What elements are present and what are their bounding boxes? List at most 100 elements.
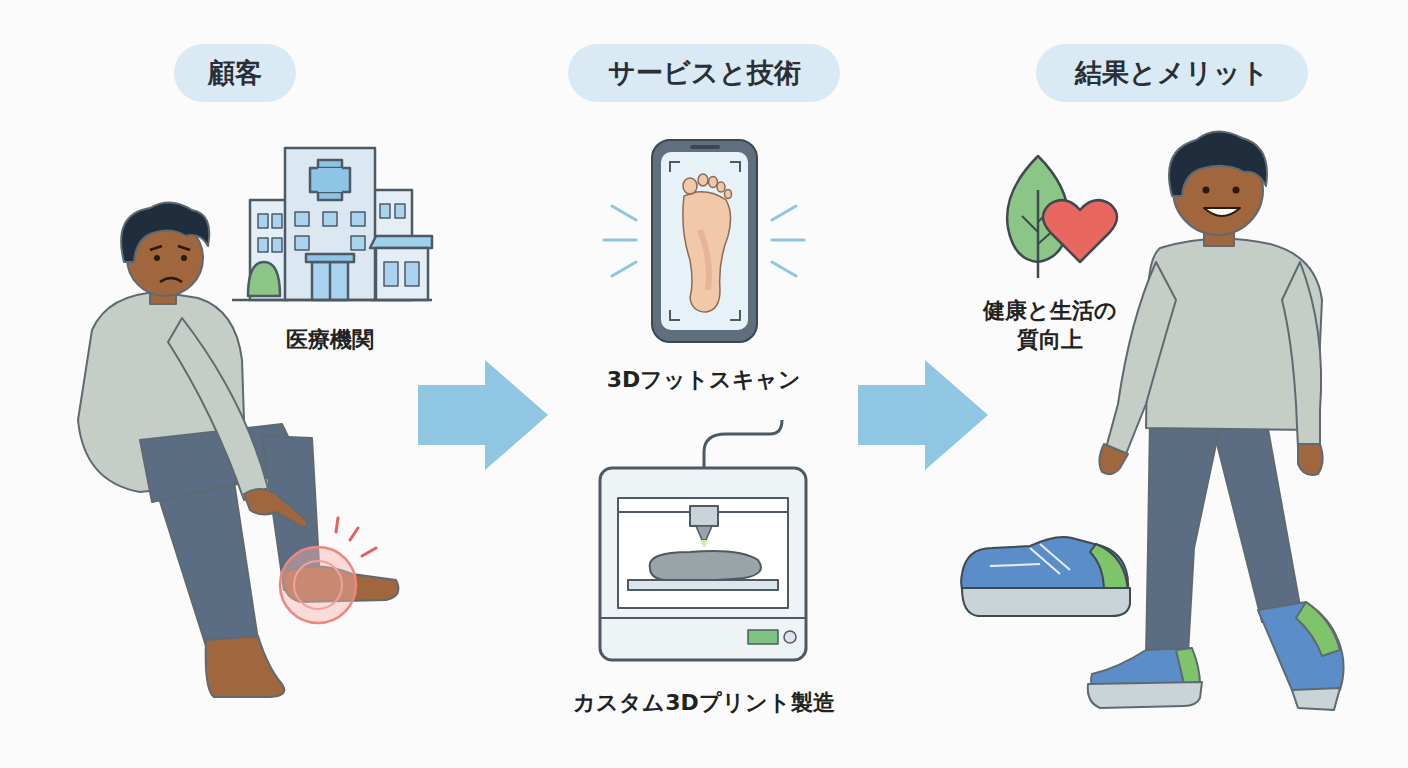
- 3d-printer-part: [700, 540, 708, 548]
- person-in-pain-part: [150, 246, 190, 250]
- walking-person: [1088, 131, 1344, 710]
- walking-person-part: [1282, 262, 1321, 448]
- phone-scan-part: [661, 152, 748, 330]
- person-in-pain-part: [168, 318, 268, 500]
- caption-label: 医療機関: [286, 326, 374, 355]
- header-pill: 結果とメリット: [1036, 44, 1308, 102]
- hospital-icon-part-part: [380, 204, 390, 218]
- walking-person-part: [1210, 416, 1300, 622]
- hospital-icon-part-part: [384, 262, 398, 286]
- health-icon-part: [1043, 200, 1117, 262]
- phone-scan-part-part: [709, 177, 718, 188]
- hospital-icon-part-part: [405, 262, 419, 286]
- phone-scan-part-part: [725, 190, 732, 199]
- hospital-icon-part: [318, 160, 342, 200]
- caption-label: 健康と生活の 質向上: [975, 297, 1125, 354]
- hospital-icon-part: [310, 168, 350, 192]
- phone-scan-part-part: [730, 162, 740, 172]
- hospital-icon-part: [312, 262, 348, 300]
- hospital-icon-part: [370, 236, 432, 248]
- 3d-printer-part: [650, 551, 761, 581]
- 3d-printer-part: [690, 506, 718, 526]
- pain-mark-part-part: [350, 528, 358, 540]
- phone-scan-part: [683, 174, 732, 199]
- hospital-icon-part-part: [258, 238, 268, 252]
- phone-scan-part-part: [772, 262, 796, 276]
- phone-scan-part: [670, 162, 740, 320]
- phone-scan-part-part: [683, 178, 697, 194]
- hospital-icon-part: [248, 262, 280, 296]
- person-in-pain: [78, 202, 398, 697]
- person-in-pain-part: [160, 278, 182, 282]
- phone-scan-part-part: [612, 262, 636, 276]
- 3d-printer-part: [618, 498, 788, 608]
- walking-person-part: [1298, 444, 1323, 475]
- pain-mark-part-part: [362, 548, 376, 556]
- 3d-printer-part: [696, 526, 712, 540]
- header-text: 結果とメリット: [1075, 55, 1269, 91]
- hospital-icon-part-part: [351, 212, 365, 226]
- person-in-pain-part: [181, 255, 187, 261]
- pain-mark-part: [280, 547, 356, 623]
- person-in-pain-part: [206, 636, 285, 697]
- phone-scan-part-part: [730, 310, 740, 320]
- caption-label: 3Dフットスキャン: [607, 366, 802, 395]
- walking-person-part: [1146, 416, 1222, 656]
- phone-scan-part: [700, 230, 709, 290]
- flow-arrow-part: [858, 360, 988, 470]
- hospital-icon-part-part: [258, 214, 268, 228]
- pain-mark: [280, 518, 376, 623]
- hospital-icon-part-part: [272, 214, 282, 228]
- 3d-printer-part: [628, 580, 778, 590]
- walking-person-part: [1292, 688, 1340, 710]
- hospital-icon: [232, 148, 432, 300]
- phone-scan: [604, 140, 804, 342]
- hospital-icon-part-part: [272, 238, 282, 252]
- flow-arrow: [418, 360, 988, 470]
- shoe-part: [990, 544, 1070, 574]
- header-pill: サービスと技術: [568, 44, 840, 102]
- walking-person-part: [1203, 187, 1210, 194]
- 3d-printer-part: [748, 630, 778, 644]
- pain-mark-part: [280, 547, 356, 623]
- hospital-icon-part-part: [295, 236, 309, 250]
- pain-mark-part: [294, 561, 342, 609]
- 3d-printer-part: [784, 631, 796, 643]
- hospital-icon-part-part: [395, 204, 405, 218]
- health-icon: [1007, 156, 1117, 278]
- caption-label: カスタム3Dプリント製造: [573, 689, 835, 718]
- flow-arrow-part: [418, 360, 548, 470]
- hospital-icon-part-part: [295, 212, 309, 226]
- walking-person-part: [1296, 602, 1340, 656]
- hospital-icon-part: [376, 248, 428, 300]
- walking-person-part: [1088, 682, 1202, 708]
- hospital-icon-part: [306, 254, 354, 262]
- shoe-part: [1090, 544, 1128, 592]
- phone-scan-part-part: [612, 206, 636, 220]
- person-in-pain-part: [244, 489, 307, 527]
- shoe: [961, 537, 1130, 616]
- header-text: 顧客: [208, 55, 262, 91]
- phone-scan-part: [683, 192, 731, 312]
- header-text: サービスと技術: [608, 55, 801, 91]
- walking-person-part: [1233, 187, 1240, 194]
- walking-person-part: [1176, 648, 1200, 684]
- phone-scan-part-part: [772, 239, 804, 242]
- person-in-pain-part: [154, 255, 160, 261]
- pain-mark-part-part: [336, 518, 338, 532]
- header-pill: 顧客: [174, 44, 296, 102]
- 3d-printer-part: [704, 420, 782, 470]
- hospital-icon-part-part: [323, 212, 337, 226]
- phone-scan-part-part: [604, 239, 636, 242]
- phone-scan-part-part: [670, 310, 680, 320]
- phone-scan-part: [652, 140, 757, 342]
- hospital-icon-part: [318, 168, 342, 192]
- hospital-icon-part: [285, 148, 375, 300]
- 3d-printer: [600, 420, 806, 660]
- phone-scan-part: [690, 145, 720, 149]
- walking-person-part: [1106, 262, 1176, 454]
- health-icon-part: [1037, 190, 1040, 278]
- walking-person-part: [1204, 208, 1240, 216]
